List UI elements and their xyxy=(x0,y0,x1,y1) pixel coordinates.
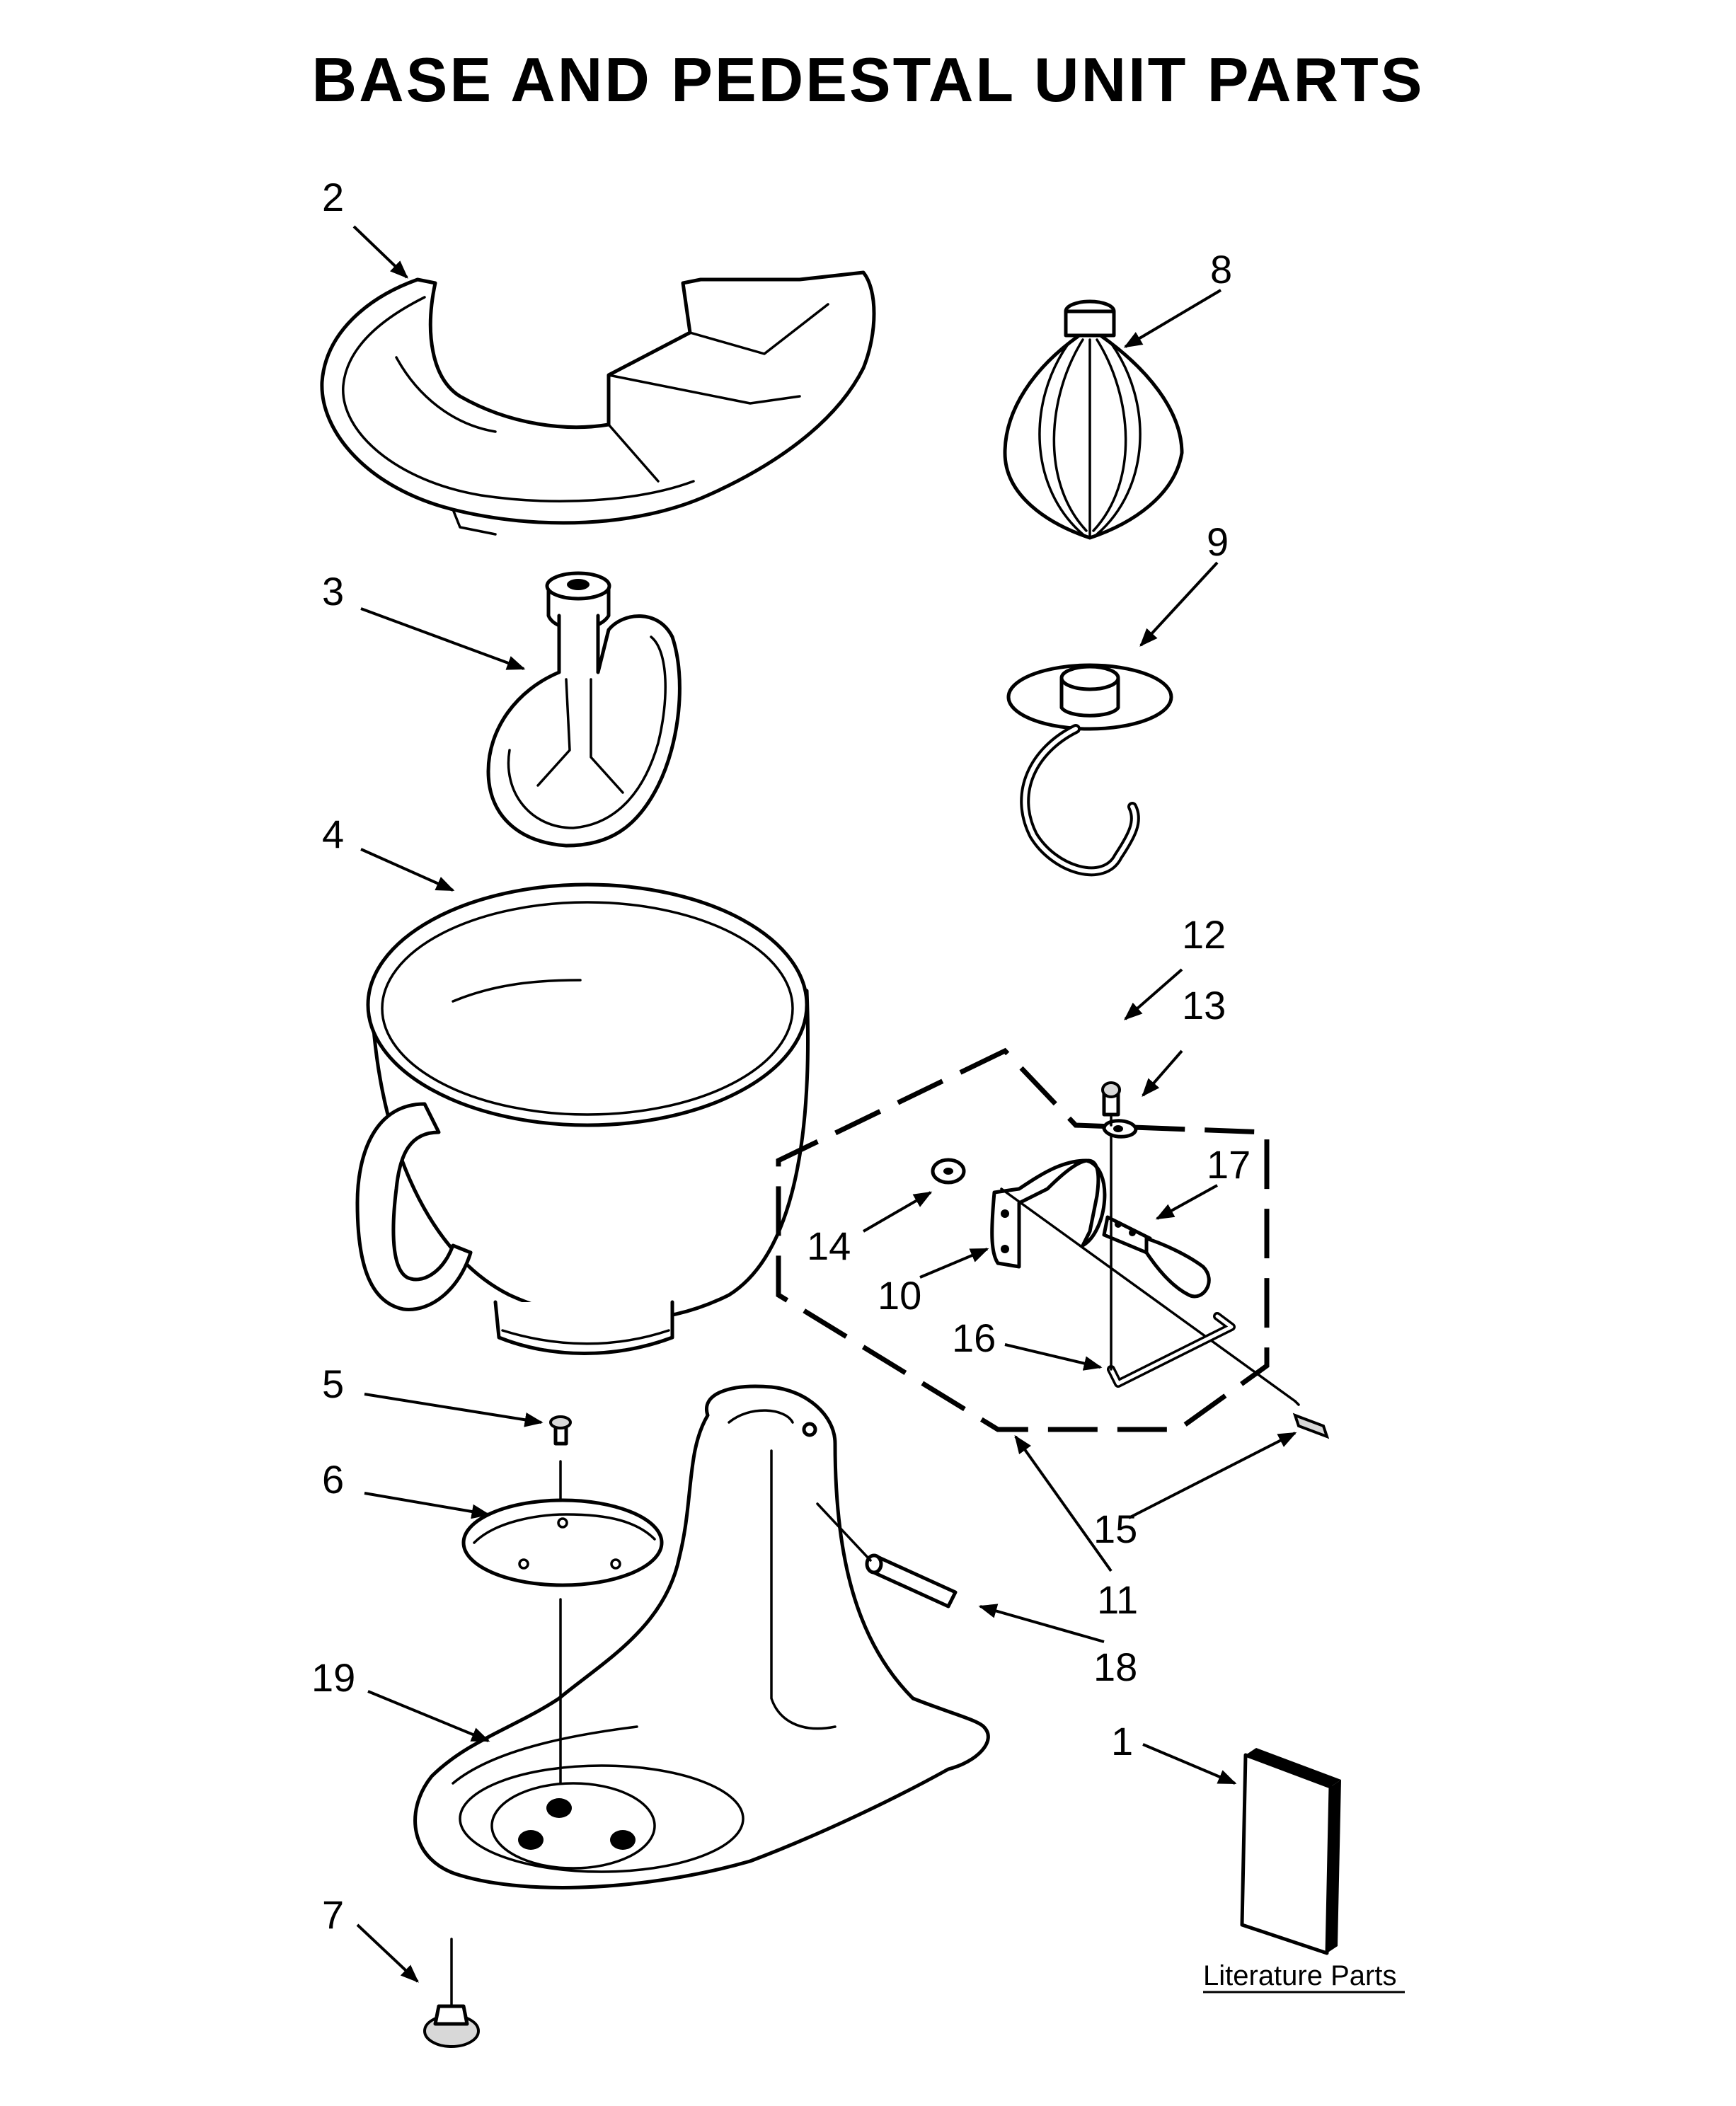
hinge-components xyxy=(931,1081,1300,1406)
bowl-clamp-plate xyxy=(461,1415,664,1785)
pedestal-pin xyxy=(816,1502,958,1609)
dough-hook xyxy=(1006,663,1173,877)
pouring-shield xyxy=(320,270,876,536)
callout-12: 12 xyxy=(1182,912,1226,957)
callout-3: 3 xyxy=(322,569,344,614)
callout-4: 4 xyxy=(322,812,344,856)
flat-beater xyxy=(486,571,682,848)
callout-18: 18 xyxy=(1093,1645,1137,1689)
leader-lines xyxy=(352,225,1297,1983)
callout-16: 16 xyxy=(952,1316,996,1360)
rubber-foot xyxy=(423,1938,480,2048)
callout-6: 6 xyxy=(322,1457,344,1502)
pedestal-base xyxy=(413,1384,990,1889)
literature-parts-label: Literature Parts xyxy=(1203,1960,1396,1991)
literature-booklet xyxy=(1240,1748,1341,1955)
callout-10: 10 xyxy=(878,1273,921,1318)
callout-7: 7 xyxy=(322,1892,344,1937)
hinge-pin xyxy=(1292,1412,1330,1439)
callout-11: 11 xyxy=(1097,1577,1138,1622)
page-title: BASE AND PEDESTAL UNIT PARTS xyxy=(311,45,1425,115)
callout-19: 19 xyxy=(311,1655,355,1700)
wire-whip xyxy=(1003,299,1184,540)
callout-14: 14 xyxy=(807,1224,851,1268)
callout-17: 17 xyxy=(1207,1142,1251,1187)
callout-1: 1 xyxy=(1111,1719,1133,1763)
hinge-pin-assembly-group xyxy=(776,1047,1270,1432)
mixing-bowl xyxy=(355,882,810,1355)
callout-2: 2 xyxy=(322,175,344,219)
callout-8: 8 xyxy=(1210,247,1232,292)
callout-15: 15 xyxy=(1093,1507,1137,1551)
callout-5: 5 xyxy=(322,1362,344,1406)
callout-9: 9 xyxy=(1207,519,1229,564)
callout-13: 13 xyxy=(1182,983,1226,1028)
